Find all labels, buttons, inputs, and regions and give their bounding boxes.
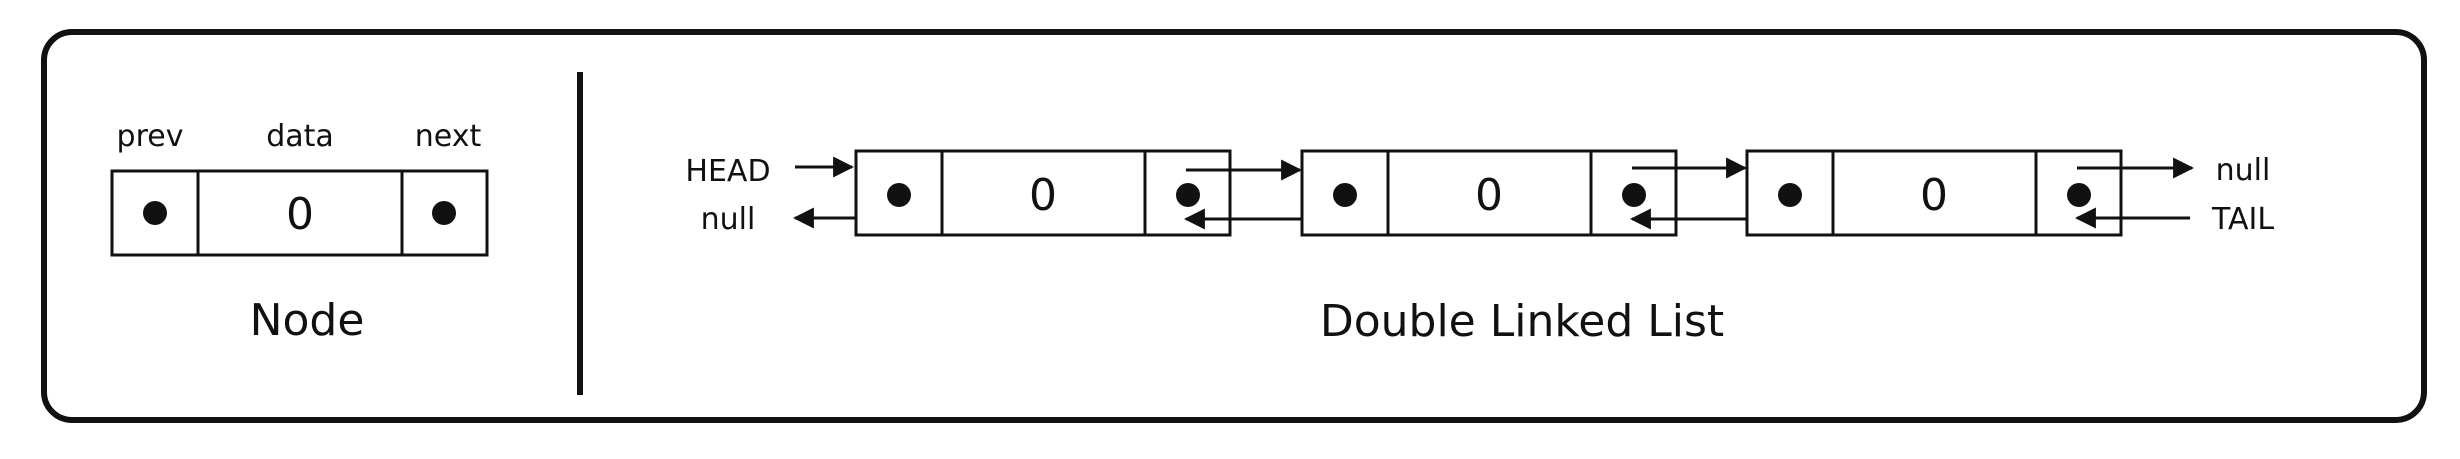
list-node-1-next-pointer-icon: [1176, 183, 1200, 207]
node-caption: Node: [250, 295, 365, 346]
linked-list: HEAD null 0 0: [685, 149, 2274, 347]
list-node-2-prev-pointer-icon: [1333, 183, 1357, 207]
data-label: data: [266, 119, 334, 154]
list-caption: Double Linked List: [1320, 296, 1724, 347]
list-node-2-box: [1300, 149, 1678, 237]
prev-label: prev: [117, 119, 184, 154]
node-value: 0: [286, 189, 314, 240]
node-box: [110, 169, 489, 257]
list-node-3-value: 0: [1920, 170, 1948, 221]
next-label: next: [415, 119, 482, 154]
next-pointer-icon: [432, 201, 456, 225]
list-node-2-next-pointer-icon: [1622, 183, 1646, 207]
prev-pointer-icon: [143, 201, 167, 225]
head-null-label: null: [701, 202, 756, 237]
list-node-1-prev-pointer-icon: [887, 183, 911, 207]
node-legend: prev data next 0 Node: [110, 119, 489, 346]
list-node-3-prev-pointer-icon: [1778, 183, 1802, 207]
tail-null-label: null: [2216, 153, 2271, 188]
list-node-2: 0: [1300, 149, 1678, 237]
tail-label: TAIL: [2211, 202, 2274, 237]
list-node-3-next-pointer-icon: [2067, 183, 2091, 207]
list-node-1-value: 0: [1029, 170, 1057, 221]
head-label: HEAD: [685, 154, 770, 189]
list-node-3: 0: [1745, 149, 2123, 237]
list-node-1-box: [854, 149, 1232, 237]
outer-frame: [41, 29, 2427, 423]
list-node-1: 0: [854, 149, 1232, 237]
list-node-2-value: 0: [1475, 170, 1503, 221]
list-node-3-box: [1745, 149, 2123, 237]
